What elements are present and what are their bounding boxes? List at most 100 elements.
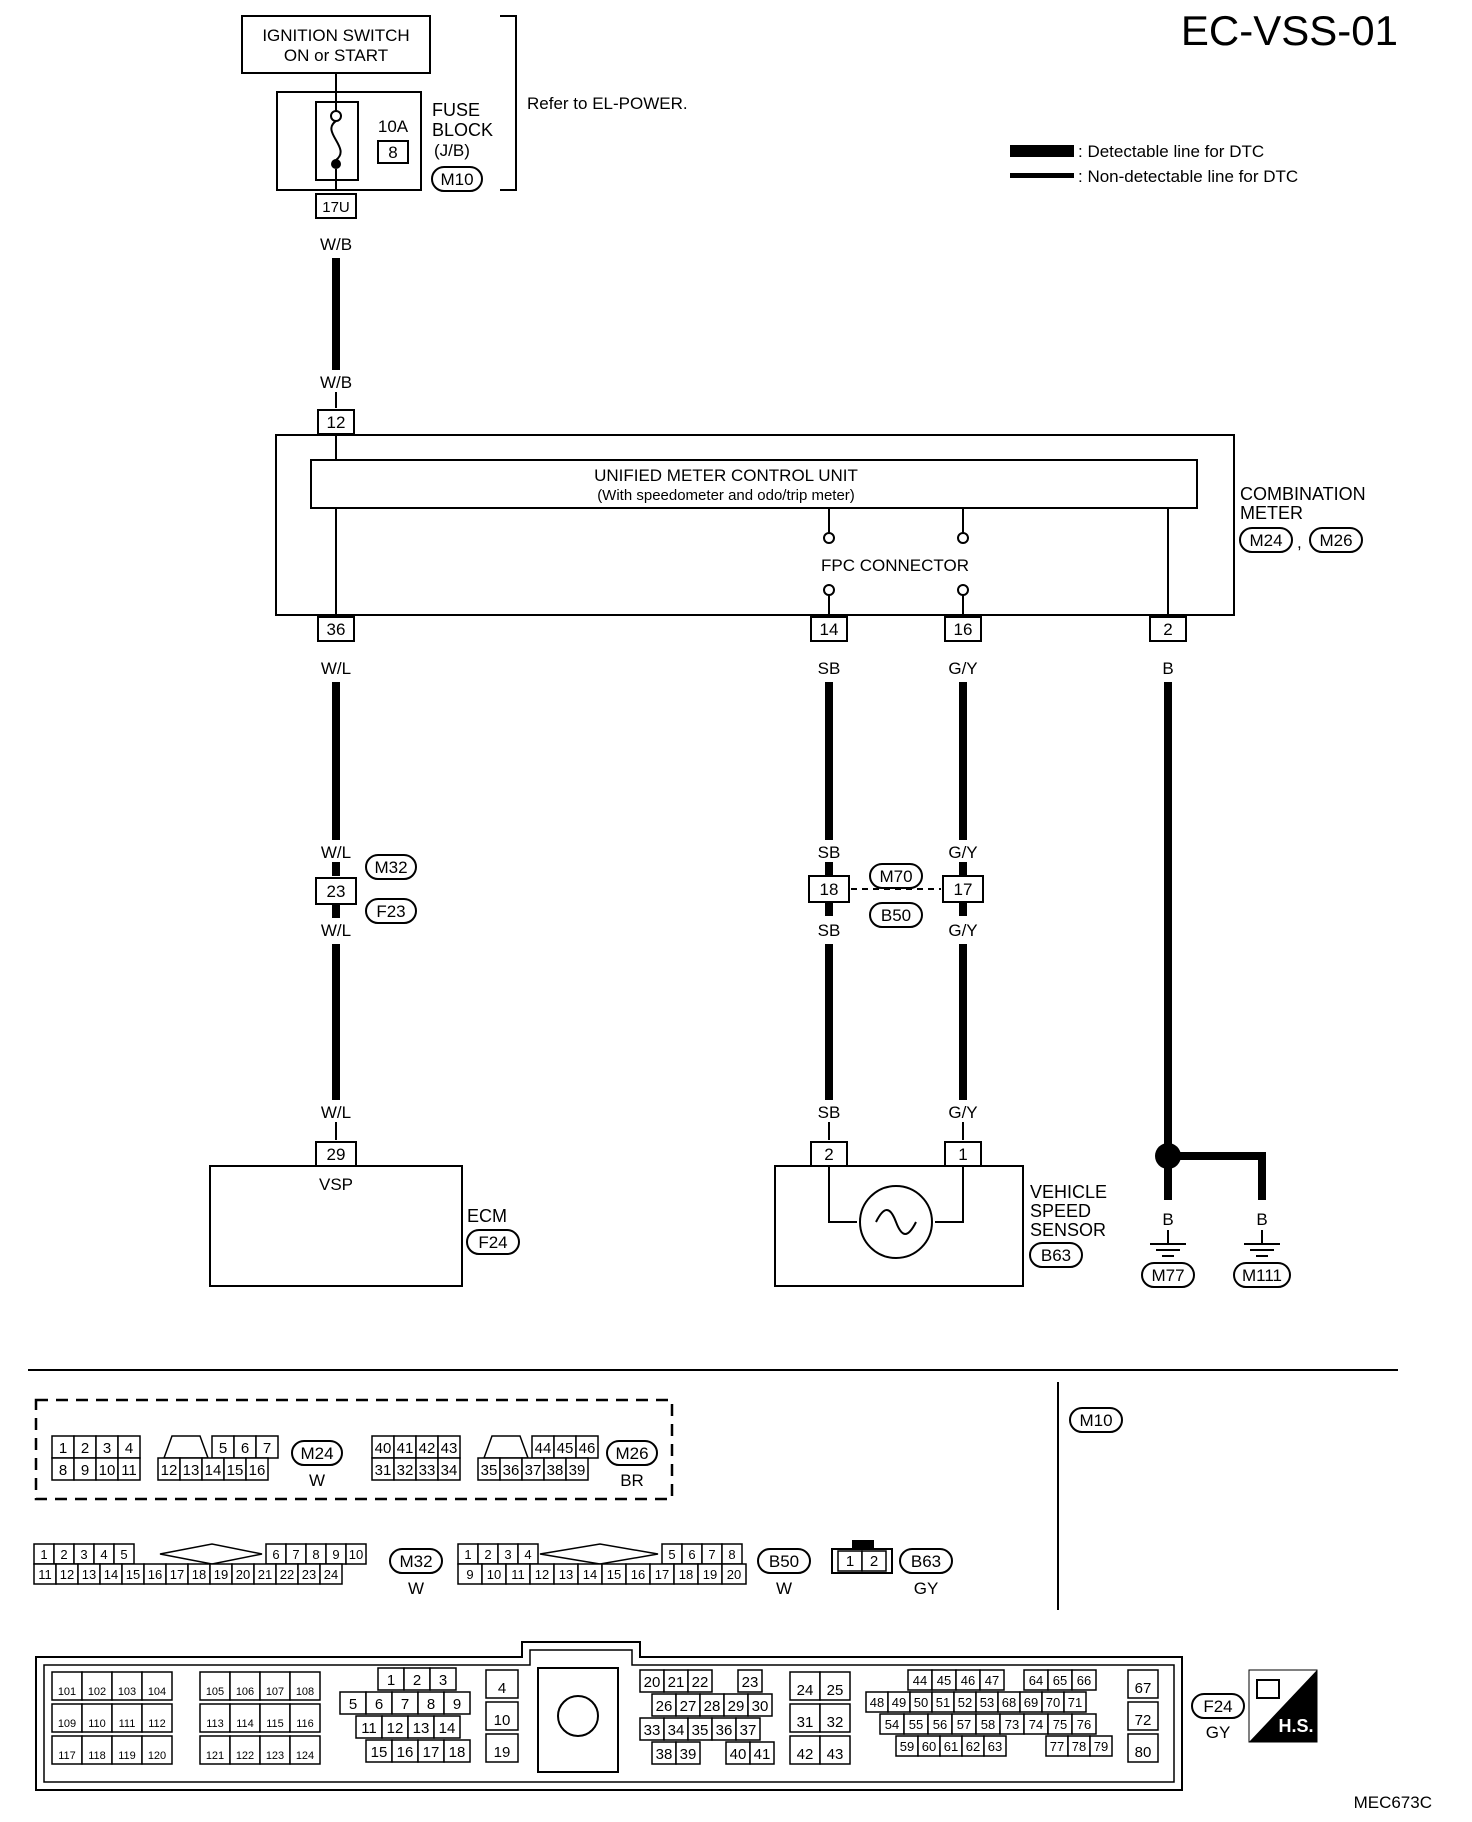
f24-pin-45-label: 45 xyxy=(937,1673,951,1688)
m32-pin-5-label: 5 xyxy=(120,1547,127,1562)
m32-pin-10 xyxy=(345,1543,367,1565)
f24-pin-123-label: 123 xyxy=(266,1750,284,1762)
m32-pin-20-label: 20 xyxy=(236,1567,250,1582)
f24-pin-8-label: 8 xyxy=(427,1696,435,1713)
f24-pin-59-label: 59 xyxy=(900,1739,914,1754)
junction-pin-23: 23 xyxy=(327,882,346,901)
f24-pin-30-label: 30 xyxy=(752,1698,769,1715)
f24-pin-22-label: 22 xyxy=(692,1674,709,1691)
f24-pin-116 xyxy=(289,1703,321,1733)
legend-detectable: : Detectable line for DTC xyxy=(1078,142,1264,161)
m32-key xyxy=(159,1543,263,1565)
f24-pin-29-label: 29 xyxy=(728,1698,745,1715)
f24-pin-39 xyxy=(675,1741,701,1765)
m26-pin-41-label: 41 xyxy=(397,1440,414,1457)
f24-pin-112-label: 112 xyxy=(148,1718,166,1730)
wire-label-sb-4: SB xyxy=(818,1103,841,1122)
b50-pin-8-label: 8 xyxy=(728,1547,735,1562)
legend-thin-line xyxy=(1010,173,1074,178)
f24-pin-63-label: 63 xyxy=(988,1739,1002,1754)
ground-m77: M77 xyxy=(1151,1266,1184,1285)
ground-icon-m111 xyxy=(1244,1230,1280,1257)
connector-m24-id: M24 xyxy=(300,1444,333,1463)
m24-pin-16-label: 16 xyxy=(249,1462,266,1479)
b50-key xyxy=(539,1543,659,1565)
m32-pin-24-label: 24 xyxy=(324,1567,338,1582)
f24-pin-68-label: 68 xyxy=(1002,1695,1016,1710)
m32-pin-6-label: 6 xyxy=(272,1547,279,1562)
b50-pin-9-label: 9 xyxy=(466,1567,473,1582)
m32-pin-13-label: 13 xyxy=(82,1567,96,1582)
f24-pin-108-label: 108 xyxy=(296,1686,314,1698)
m32-pin-2-label: 2 xyxy=(60,1547,67,1562)
f24-pin-19 xyxy=(485,1733,519,1763)
m32-pin-14-label: 14 xyxy=(104,1567,118,1582)
m32-pin-16-label: 16 xyxy=(148,1567,162,1582)
f24-pin-28-label: 28 xyxy=(704,1698,721,1715)
f24-pin-80 xyxy=(1127,1733,1159,1763)
combination-meter-label-2: METER xyxy=(1240,503,1303,523)
connector-m26-id: M26 xyxy=(615,1444,648,1463)
f24-pin-4 xyxy=(485,1669,519,1699)
vss-connector-b63: B63 xyxy=(1041,1246,1071,1265)
m26-pin-39-label: 39 xyxy=(569,1462,586,1479)
f24-pin-24 xyxy=(789,1671,821,1701)
f24-pin-75-label: 75 xyxy=(1053,1717,1067,1732)
junction-pin-18: 18 xyxy=(820,880,839,899)
f24-pin-118-label: 118 xyxy=(88,1750,106,1762)
b50-pin-16-label: 16 xyxy=(631,1567,645,1582)
f24-pin-77-label: 77 xyxy=(1050,1739,1064,1754)
b63-latch xyxy=(852,1540,874,1549)
f24-pin-58-label: 58 xyxy=(981,1717,995,1732)
wire-label-wl-4: W/L xyxy=(321,1103,351,1122)
ignition-switch: IGNITION SWITCH ON or START xyxy=(241,15,431,74)
f24-pin-109-label: 109 xyxy=(58,1718,76,1730)
m32-pin-9-label: 9 xyxy=(332,1547,339,1562)
f24-pin-15-label: 15 xyxy=(371,1744,388,1761)
meter-pin-36: 36 xyxy=(327,620,346,639)
connector-m10-id: M10 xyxy=(1079,1411,1112,1430)
f24-pin-117-label: 117 xyxy=(58,1750,76,1762)
wire-label-wl-1: W/L xyxy=(321,659,351,678)
m26-pin-34-label: 34 xyxy=(441,1462,458,1479)
f24-pin-119-label: 119 xyxy=(118,1750,136,1762)
f24-pin-31-label: 31 xyxy=(797,1714,814,1731)
f24-pin-7-label: 7 xyxy=(401,1696,409,1713)
fuse-icon xyxy=(330,120,342,161)
junction-m70: M70 xyxy=(879,867,912,886)
f24-pin-121 xyxy=(199,1735,231,1765)
f24-pin-42-label: 42 xyxy=(797,1746,814,1763)
wire-label-b-3: B xyxy=(1256,1210,1267,1229)
f24-pin-9 xyxy=(443,1691,471,1715)
m32-pin-18-label: 18 xyxy=(192,1567,206,1582)
f24-pin-124-label: 124 xyxy=(296,1750,314,1762)
m24-pin-16 xyxy=(245,1457,269,1481)
f24-pin-106-label: 106 xyxy=(236,1686,254,1698)
m26-pin-40-label: 40 xyxy=(375,1440,392,1457)
f24-pin-14 xyxy=(433,1715,461,1739)
wire-label-b-1: B xyxy=(1162,659,1173,678)
f24-pin-102-label: 102 xyxy=(88,1686,106,1698)
m26-pin-44-label: 44 xyxy=(535,1440,552,1457)
f24-pin-3-label: 3 xyxy=(439,1672,447,1689)
m32-pin-4-label: 4 xyxy=(100,1547,107,1562)
fuse-block-label-2: BLOCK xyxy=(432,120,493,140)
f24-pin-24-label: 24 xyxy=(797,1682,814,1699)
meter-connectors-group xyxy=(34,1398,674,1501)
vss-pin-2: 2 xyxy=(824,1145,833,1164)
unit-label-2: (With speedometer and odo/trip meter) xyxy=(597,487,855,504)
f24-pin-67 xyxy=(1127,1669,1159,1699)
connector-m24-color: W xyxy=(309,1471,325,1490)
meter-pin-2: 2 xyxy=(1163,620,1172,639)
b50-pin-12-label: 12 xyxy=(535,1567,549,1582)
refer-bracket xyxy=(500,15,517,191)
meter-connector-m24: M24 xyxy=(1249,531,1282,550)
f24-pin-107-label: 107 xyxy=(266,1686,284,1698)
ignition-label-1: IGNITION SWITCH xyxy=(262,26,409,45)
ecm-terminal-vsp: VSP xyxy=(319,1175,353,1194)
f24-pin-54-label: 54 xyxy=(885,1717,899,1732)
m26-pin-39 xyxy=(565,1457,589,1481)
f24-pin-32 xyxy=(819,1703,851,1733)
connector-m32-color: W xyxy=(408,1579,424,1598)
